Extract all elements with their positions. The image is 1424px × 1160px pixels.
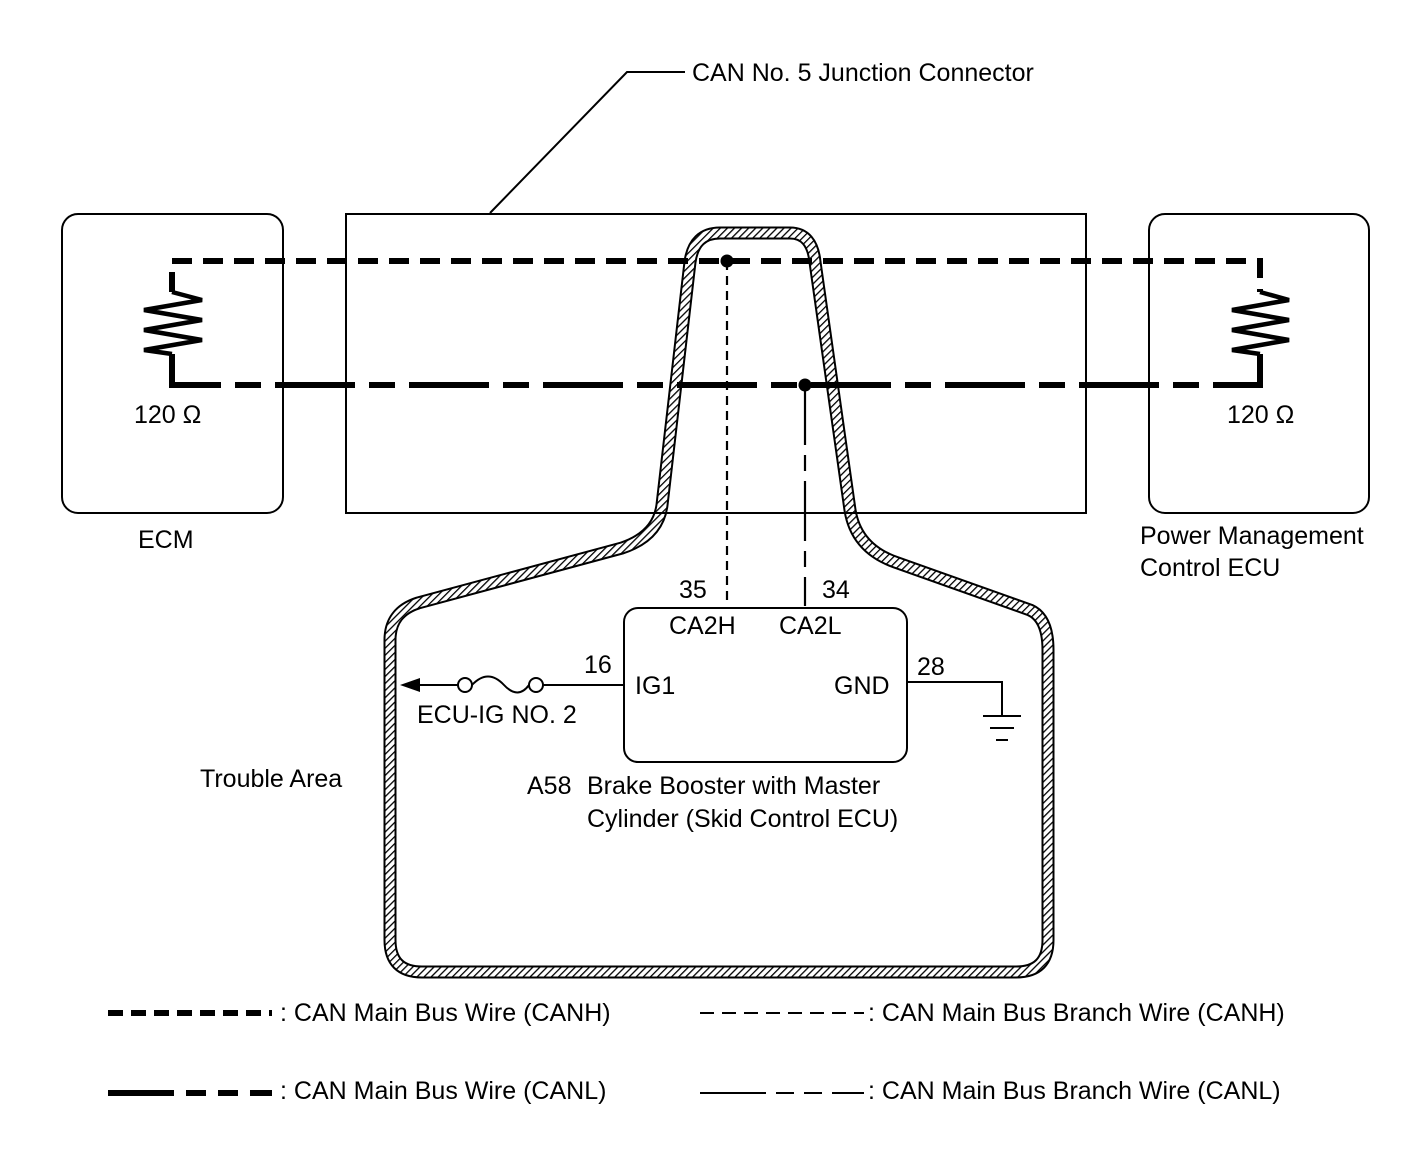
- legend: : CAN Main Bus Wire (CANH) : CAN Main Bu…: [108, 999, 1285, 1105]
- pin-34-number: 34: [822, 576, 850, 604]
- pin-ig1-label: IG1: [635, 672, 675, 700]
- fuse-icon: [471, 675, 530, 694]
- pin-ca2l-label: CA2L: [779, 612, 842, 640]
- ecm-label: ECM: [138, 526, 194, 554]
- pin-ca2h-label: CA2H: [669, 612, 736, 640]
- pmc-resistor-label: 120 Ω: [1227, 401, 1294, 429]
- skid-ecu-code: A58: [527, 772, 571, 800]
- pin-16-number: 16: [584, 651, 612, 679]
- pmc-ecu-label-line2: Control ECU: [1140, 554, 1280, 582]
- trouble-area-outline: [383, 226, 1055, 979]
- pin-28-number: 28: [917, 653, 945, 681]
- canl-junction-dot: [798, 378, 812, 392]
- connector-leader-line: [489, 71, 685, 214]
- ecm-box: [61, 213, 284, 514]
- canh-junction-dot: [720, 254, 734, 268]
- legend-label-main-canl: : CAN Main Bus Wire (CANL): [280, 1077, 606, 1105]
- junction-connector-box: [345, 213, 1087, 514]
- legend-label-branch-canh: : CAN Main Bus Branch Wire (CANH): [868, 999, 1285, 1027]
- canh-main-bus-wire: [169, 258, 1263, 292]
- power-source-arrow-icon: [400, 678, 420, 692]
- ecm-termination-resistor: [143, 289, 203, 357]
- legend-label-branch-canl: : CAN Main Bus Branch Wire (CANL): [868, 1077, 1281, 1105]
- pmc-ecu-box: [1148, 213, 1370, 514]
- pin-35-number: 35: [679, 576, 707, 604]
- pmc-termination-resistor: [1231, 289, 1290, 357]
- skid-ecu-name-line2: Cylinder (Skid Control ECU): [587, 805, 898, 833]
- ecm-resistor-label: 120 Ω: [134, 401, 201, 429]
- trouble-area-label: Trouble Area: [200, 765, 342, 793]
- skid-ecu-name-line1: Brake Booster with Master: [587, 772, 880, 800]
- fuse-terminal-left: [457, 677, 473, 693]
- fuse-terminal-right: [528, 677, 544, 693]
- fuse-label: ECU-IG NO. 2: [417, 701, 577, 729]
- legend-label-main-canh: : CAN Main Bus Wire (CANH): [280, 999, 611, 1027]
- pin-gnd-label: GND: [834, 672, 890, 700]
- gnd-wire: [908, 681, 1003, 716]
- pmc-ecu-label-line1: Power Management: [1140, 522, 1364, 550]
- canl-main-bus-wire: [169, 354, 1263, 388]
- connector-name-label: CAN No. 5 Junction Connector: [692, 59, 1034, 87]
- skid-ecu-box: [623, 607, 908, 763]
